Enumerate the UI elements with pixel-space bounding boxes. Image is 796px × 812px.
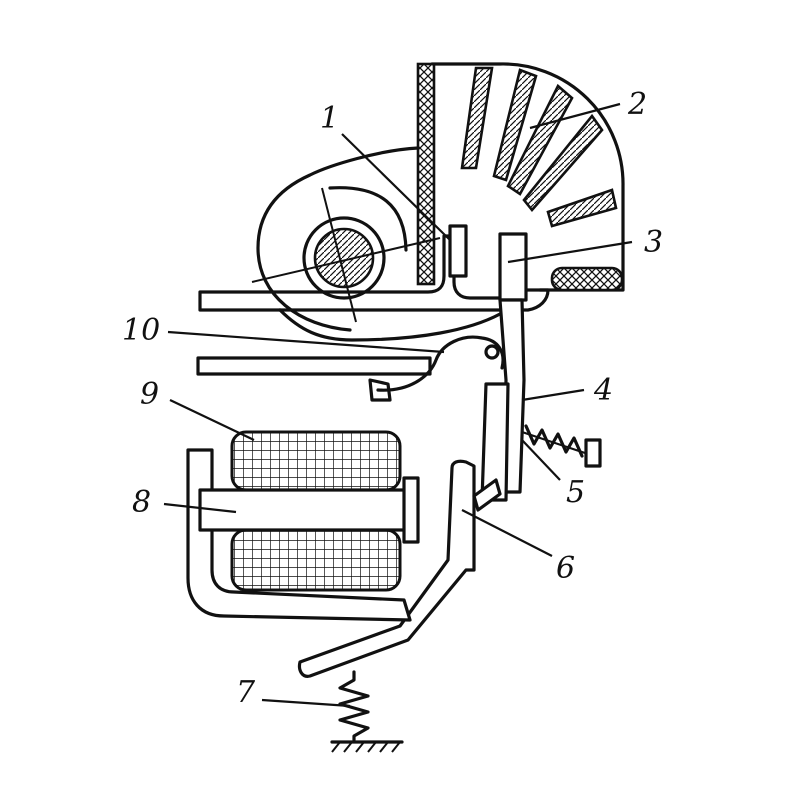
coil-upper-winding	[230, 430, 402, 492]
return-spring	[330, 670, 404, 753]
callout-10: 10	[122, 313, 160, 348]
coil-lower-winding	[230, 528, 402, 592]
upper-support-plate	[198, 234, 550, 312]
core-pole	[198, 488, 414, 532]
insulating-wall	[416, 62, 436, 286]
callout-6: 6	[556, 551, 575, 586]
arc-chute	[416, 62, 625, 292]
callout-7: 7	[236, 675, 256, 710]
magnet-core	[186, 448, 412, 622]
leader-lines	[163, 102, 633, 708]
callout-5: 5	[566, 475, 585, 510]
arc-chute-plates	[460, 66, 618, 228]
armature	[297, 459, 476, 678]
blowout-coil	[251, 146, 441, 332]
lower-support-bracket	[196, 356, 432, 376]
flexible-lead	[376, 335, 505, 392]
contact-spring	[521, 424, 602, 468]
fixed-contact	[448, 224, 528, 302]
callout-labels: 1 2 3 4 5 6 7 8 9 10	[122, 87, 663, 710]
callout-8: 8	[132, 485, 151, 520]
callout-9: 9	[140, 377, 159, 412]
callout-1: 1	[320, 101, 339, 136]
callout-2: 2	[627, 87, 647, 122]
callout-3: 3	[644, 225, 663, 260]
callout-4: 4	[593, 373, 613, 408]
